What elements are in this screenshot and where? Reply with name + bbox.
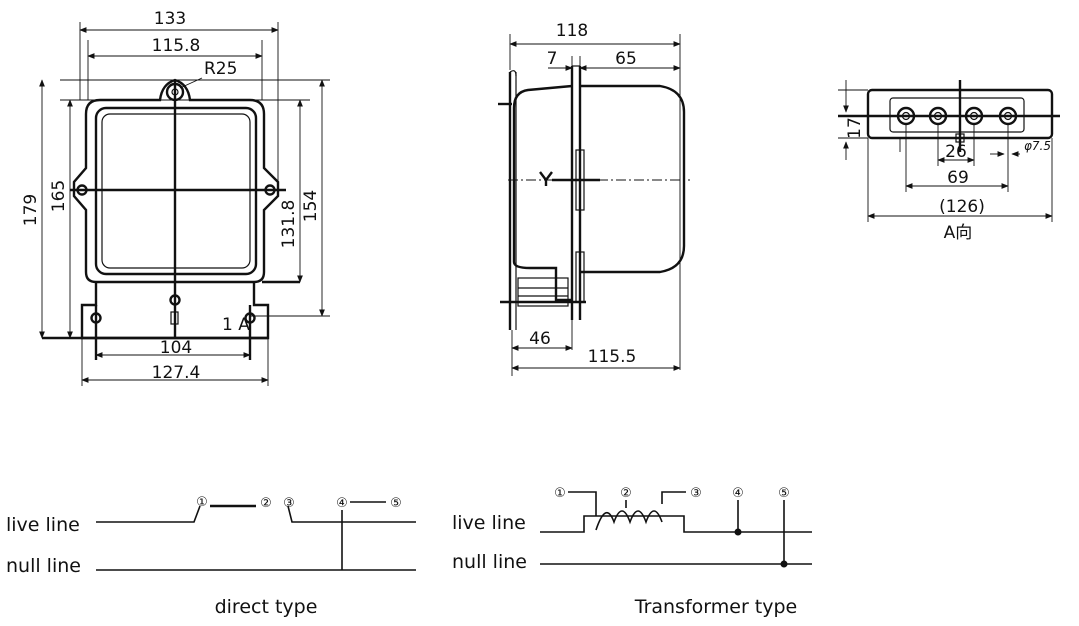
transformer-live-line-label: live line xyxy=(452,512,526,534)
direct-terminal-4: ④ xyxy=(336,496,348,511)
side-hanger xyxy=(539,171,600,186)
dim-127-4: 127.4 xyxy=(152,363,201,383)
terminal-view: 17 26 69 (126) φ7.5 A向 xyxy=(838,80,1060,243)
dim-154: 154 xyxy=(301,190,321,222)
direct-type-diagram: live line null line ① ② ③ ④ ⑤ direct typ… xyxy=(6,495,416,618)
dim-115-8: 115.8 xyxy=(152,36,201,56)
transformer-coil xyxy=(595,510,663,531)
dim-115-5: 115.5 xyxy=(588,347,637,367)
transformer-type-diagram: live line null line ① ② ③ ④ ⑤ Transforme… xyxy=(452,486,812,618)
direct-type-caption: direct type xyxy=(215,596,318,618)
transformer-live-wire xyxy=(540,515,812,533)
junction-dot-4 xyxy=(734,528,742,536)
dim-131-8: 131.8 xyxy=(279,200,299,249)
dim-118: 118 xyxy=(556,21,588,41)
dim-26: 26 xyxy=(945,142,967,162)
dim-104: 104 xyxy=(160,338,192,358)
dim-179: 179 xyxy=(21,194,41,226)
terminal-view-caption: A向 xyxy=(944,223,973,243)
front-view: 133 115.8 R25 179 165 131.8 154 104 127.… xyxy=(21,9,330,386)
dim-69: 69 xyxy=(947,168,969,188)
dim-7: 7 xyxy=(547,49,558,69)
direct-live-line-label: live line xyxy=(6,514,80,536)
side-view: 118 7 65 46 115.5 xyxy=(498,21,690,376)
transformer-terminal-1: ① xyxy=(554,486,566,501)
direct-terminal-5: ⑤ xyxy=(390,496,402,511)
dim-65: 65 xyxy=(615,49,637,69)
dim-126: (126) xyxy=(939,197,985,217)
dim-46: 46 xyxy=(529,329,551,349)
dim-hole-7-5: φ7.5 xyxy=(1024,139,1051,153)
side-terminal-block xyxy=(517,277,569,307)
view-marker-a: 1 A xyxy=(222,315,250,335)
transformer-terminal-5: ⑤ xyxy=(778,486,790,501)
transformer-terminal-4: ④ xyxy=(732,486,744,501)
dim-133: 133 xyxy=(154,9,186,29)
direct-live-wire xyxy=(96,505,201,523)
transformer-terminal-2: ② xyxy=(620,486,632,501)
side-cover xyxy=(512,84,573,302)
transformer-type-caption: Transformer type xyxy=(634,596,798,618)
transformer-null-line-label: null line xyxy=(452,551,527,573)
direct-terminal-2: ② xyxy=(260,496,272,511)
dim-r25: R25 xyxy=(204,59,237,79)
direct-terminal-1: ① xyxy=(196,495,208,510)
transformer-terminal-3: ③ xyxy=(690,486,702,501)
dim-165: 165 xyxy=(49,180,69,212)
direct-null-line-label: null line xyxy=(6,555,81,577)
junction-dot-5 xyxy=(780,560,788,568)
side-housing xyxy=(580,84,686,274)
direct-terminal-3: ③ xyxy=(283,496,295,511)
dim-17: 17 xyxy=(845,117,865,139)
